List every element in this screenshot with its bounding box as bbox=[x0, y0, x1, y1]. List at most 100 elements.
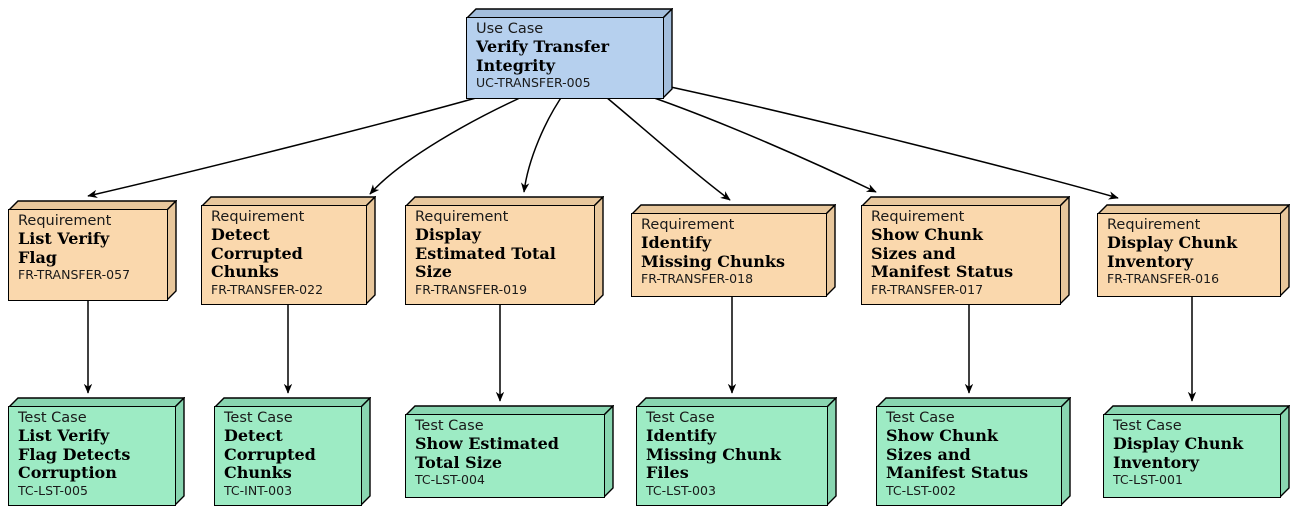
test-case-node-3-stereotype: Test Case bbox=[415, 418, 484, 434]
requirement-node-3-title-line: Display bbox=[415, 225, 481, 244]
test-case-node-5-title-line: Manifest Status bbox=[886, 463, 1029, 482]
edge-use_case-to-requirement-4 bbox=[636, 91, 877, 193]
requirement-node-3-3d-bevel bbox=[405, 196, 604, 305]
requirement-node-4-title-line: Identify bbox=[641, 233, 712, 252]
test-case-node-2-identifier: TC-INT-003 bbox=[224, 482, 293, 498]
test-case-node-4-stereotype: Test Case bbox=[646, 410, 715, 426]
test-case-node-5-title-line: Sizes and bbox=[886, 444, 971, 464]
edge-use_case-to-requirement-0 bbox=[87, 91, 498, 199]
requirement-node-2-identifier: FR-TRANSFER-022 bbox=[211, 281, 324, 297]
requirement-node-5-3d-bevel bbox=[861, 196, 1070, 305]
test-case-node-4-identifier: TC-LST-003 bbox=[646, 482, 716, 498]
requirement-node-5-title-line: Show Chunk bbox=[871, 225, 983, 244]
test-case-node-1-title-line: Flag Detects bbox=[18, 444, 131, 464]
test-case-node-3-title-line: Total Size bbox=[415, 452, 503, 472]
use-case-node-identifier: UC-TRANSFER-005 bbox=[476, 75, 591, 90]
requirement-node-5-title-line: Manifest Status bbox=[871, 262, 1014, 281]
test-case-node-6-identifier: TC-LST-001 bbox=[1113, 472, 1183, 487]
test-case-node-4-title-line: Files bbox=[646, 463, 689, 482]
use-case-node-stereotype: Use Case bbox=[476, 21, 544, 37]
test-case-node-1-title-line: List Verify bbox=[18, 426, 110, 445]
requirement-node-4-identifier: FR-TRANSFER-018 bbox=[641, 271, 754, 286]
use-case-node-title-line: Verify Transfer bbox=[476, 37, 610, 56]
test-case-node-3-3d-bevel bbox=[405, 405, 614, 498]
requirement-node-2-stereotype: Requirement bbox=[211, 209, 305, 225]
test-case-node-2-stereotype: Test Case bbox=[224, 410, 293, 426]
requirement-node-3-title-line: Estimated Total bbox=[415, 243, 556, 263]
test-case-node-1-identifier: TC-LST-005 bbox=[18, 482, 88, 498]
test-case-node-1-stereotype: Test Case bbox=[18, 410, 87, 426]
requirement-node-4-stereotype: Requirement bbox=[641, 217, 735, 233]
requirement-node-5-identifier: FR-TRANSFER-017 bbox=[871, 281, 984, 297]
requirement-node-6-title-line: Inventory bbox=[1107, 251, 1194, 271]
test-case-node-5-3d-bevel bbox=[876, 397, 1071, 506]
test-case-node-6-stereotype: Test Case bbox=[1113, 418, 1182, 434]
test-case-node-1-title-line: Corruption bbox=[18, 463, 117, 482]
test-case-node-3-title-line: Show Estimated bbox=[415, 434, 559, 453]
requirement-node-2-title-line: Corrupted bbox=[211, 243, 303, 263]
use-case-node-3d-bevel bbox=[466, 8, 673, 99]
edge-use_case-to-requirement-1 bbox=[369, 91, 534, 195]
test-case-node-6-title-line: Inventory bbox=[1113, 452, 1200, 472]
use-case-node-title-line: Integrity bbox=[476, 55, 556, 75]
test-case-node-6-title-line: Display Chunk bbox=[1113, 434, 1244, 453]
requirement-node-1-stereotype: Requirement bbox=[18, 213, 112, 229]
requirement-node-2-3d-bevel bbox=[201, 196, 376, 305]
test-case-node-5-identifier: TC-LST-002 bbox=[886, 482, 956, 498]
requirement-node-3-identifier: FR-TRANSFER-019 bbox=[415, 281, 528, 297]
requirement-node-6-title-line: Display Chunk bbox=[1107, 233, 1238, 252]
edge-use_case-to-requirement-3 bbox=[599, 91, 731, 201]
test-case-node-2-title-line: Chunks bbox=[224, 463, 292, 482]
requirement-node-6-identifier: FR-TRANSFER-016 bbox=[1107, 271, 1220, 286]
